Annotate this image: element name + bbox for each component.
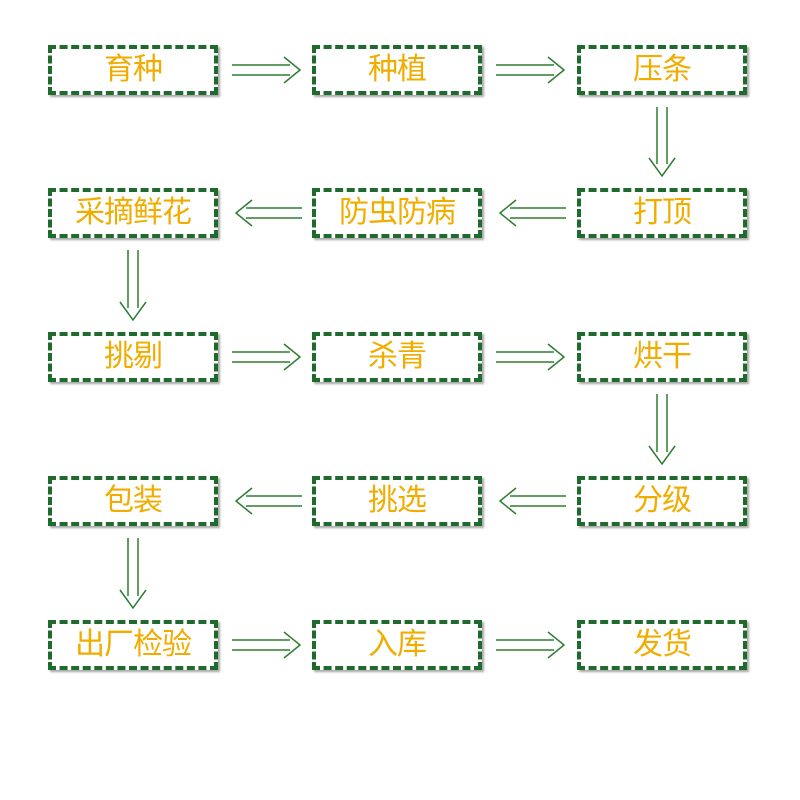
step-box-1: 育种 xyxy=(48,45,218,95)
step-label: 挑剔 xyxy=(104,339,163,374)
double-arrow-left-icon xyxy=(234,487,302,515)
step-box-10: 分级 xyxy=(577,476,747,526)
step-label: 挑选 xyxy=(368,483,427,518)
step-label: 出厂检验 xyxy=(75,627,192,662)
step-box-2: 种植 xyxy=(312,45,482,95)
step-label: 分级 xyxy=(633,483,692,518)
double-arrow-right-icon xyxy=(232,56,302,84)
step-label: 打顶 xyxy=(633,195,692,230)
step-label: 入库 xyxy=(368,627,427,662)
double-arrow-down-icon xyxy=(119,538,147,610)
step-box-12: 包装 xyxy=(48,476,218,526)
double-arrow-left-icon xyxy=(498,199,566,227)
double-arrow-right-icon xyxy=(496,343,566,371)
step-box-8: 杀青 xyxy=(312,332,482,382)
step-box-7: 挑剔 xyxy=(48,332,218,382)
step-label: 防虫防病 xyxy=(339,195,456,230)
step-box-15: 发货 xyxy=(577,620,747,670)
double-arrow-down-icon xyxy=(648,394,676,466)
double-arrow-right-icon xyxy=(232,343,302,371)
double-arrow-down-icon xyxy=(648,107,676,178)
step-label: 包装 xyxy=(104,483,163,518)
step-box-5: 防虫防病 xyxy=(312,188,482,238)
double-arrow-left-icon xyxy=(234,199,302,227)
step-label: 种植 xyxy=(368,52,427,87)
step-box-11: 挑选 xyxy=(312,476,482,526)
step-box-6: 采摘鲜花 xyxy=(48,188,218,238)
step-box-9: 烘干 xyxy=(577,332,747,382)
step-label: 发货 xyxy=(633,627,692,662)
step-label: 育种 xyxy=(104,52,163,87)
double-arrow-left-icon xyxy=(498,487,566,515)
step-label: 杀青 xyxy=(368,339,427,374)
step-label: 烘干 xyxy=(633,339,692,374)
step-box-4: 打顶 xyxy=(577,188,747,238)
double-arrow-right-icon xyxy=(232,631,302,659)
double-arrow-right-icon xyxy=(496,631,566,659)
step-box-14: 入库 xyxy=(312,620,482,670)
step-label: 采摘鲜花 xyxy=(75,195,192,230)
step-box-3: 压条 xyxy=(577,45,747,95)
double-arrow-right-icon xyxy=(496,56,566,84)
step-box-13: 出厂检验 xyxy=(48,620,218,670)
step-label: 压条 xyxy=(633,52,692,87)
double-arrow-down-icon xyxy=(119,250,147,322)
